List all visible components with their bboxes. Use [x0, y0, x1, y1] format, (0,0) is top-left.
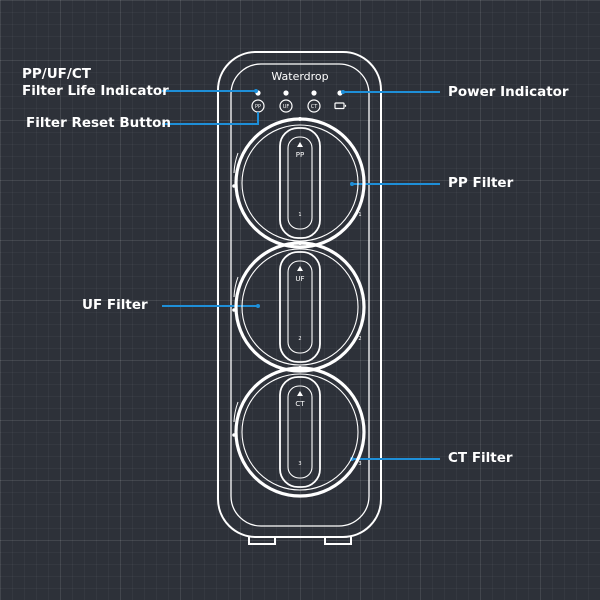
ct-knob-number: 3: [298, 461, 301, 467]
uf-filter-label: UF Filter: [82, 297, 148, 314]
uf-knob-arrow-icon: [297, 266, 303, 271]
reset-button-callout-line: [162, 112, 259, 125]
ct-knob-inner-ring: [241, 373, 359, 491]
pp-knob-tick: [233, 152, 239, 174]
uf-knob-number: 2: [298, 336, 301, 342]
ct-knob-arrow-icon: [297, 391, 303, 396]
uf-side-number: 2: [358, 336, 361, 342]
ct-filter-knob[interactable]: CT 3 3: [232, 366, 366, 498]
uf-led: [283, 90, 289, 96]
ct-knob-dot-left: [232, 433, 236, 437]
pp-filter-label: PP Filter: [448, 175, 513, 192]
device-body: [217, 51, 382, 538]
uf-knob-grip-inner: [287, 260, 313, 354]
device-panel: [230, 63, 370, 527]
battery-icon: [334, 102, 345, 110]
filter-reset-button-text: Filter Reset Button: [26, 115, 172, 131]
ct-knob-tick: [233, 401, 239, 423]
ct-filter-label: CT Filter: [448, 450, 513, 467]
pp-knob-label: PP: [296, 151, 304, 159]
ct-knob-label: CT: [295, 400, 305, 408]
ct-indicator-ring: [307, 99, 321, 113]
uf-indicator-ring: [279, 99, 293, 113]
pp-knob-number: 1: [298, 212, 301, 218]
device-foot-left: [248, 537, 276, 545]
ct-knob-outer-ring: [234, 366, 366, 498]
ct-filter-text: CT Filter: [448, 450, 513, 466]
uf-indicator-icon: UF: [283, 104, 290, 110]
pp-side-number: 1: [358, 212, 361, 218]
pp-knob-grip: [279, 127, 321, 239]
pp-filter-text: PP Filter: [448, 175, 514, 191]
pp-knob-outer-ring: [234, 117, 366, 249]
uf-filter-knob[interactable]: UF 2 2: [232, 241, 366, 373]
power-indicator-text: Power Indicator: [448, 84, 569, 100]
uf-knob-label: UF: [295, 275, 304, 283]
ct-led: [311, 90, 317, 96]
uf-knob-tick: [233, 276, 239, 298]
brand-logo: Waterdrop: [271, 70, 328, 83]
pp-knob-dot-left: [232, 184, 236, 188]
ct-knob-grip-inner: [287, 385, 313, 479]
pp-filter-knob[interactable]: PP 1 1: [232, 117, 366, 249]
uf-knob-inner-ring: [241, 248, 359, 366]
uf-knob-dot-top: [298, 241, 302, 245]
ct-knob-grip: [279, 376, 321, 488]
filter-life-label-line2: Filter Life Indicator: [22, 83, 169, 99]
uf-filter-text: UF Filter: [82, 297, 148, 313]
uf-knob-dot-left: [232, 308, 236, 312]
filter-life-indicator-label: PP/UF/CT Filter Life Indicator: [22, 66, 169, 100]
power-indicator-label: Power Indicator: [448, 84, 569, 101]
pp-knob-arrow-icon: [297, 142, 303, 147]
ct-side-number: 3: [358, 461, 361, 467]
uf-knob-grip: [279, 251, 321, 363]
pp-indicator-icon: PP: [255, 104, 261, 110]
device-foot-right: [324, 537, 352, 545]
filter-life-label-line1: PP/UF/CT: [22, 66, 91, 82]
filter-reset-button-label: Filter Reset Button: [26, 115, 171, 132]
pp-knob-dot-top: [298, 117, 302, 121]
ct-indicator-icon: CT: [311, 104, 318, 110]
pp-knob-grip-inner: [287, 136, 313, 230]
ct-knob-dot-top: [298, 366, 302, 370]
